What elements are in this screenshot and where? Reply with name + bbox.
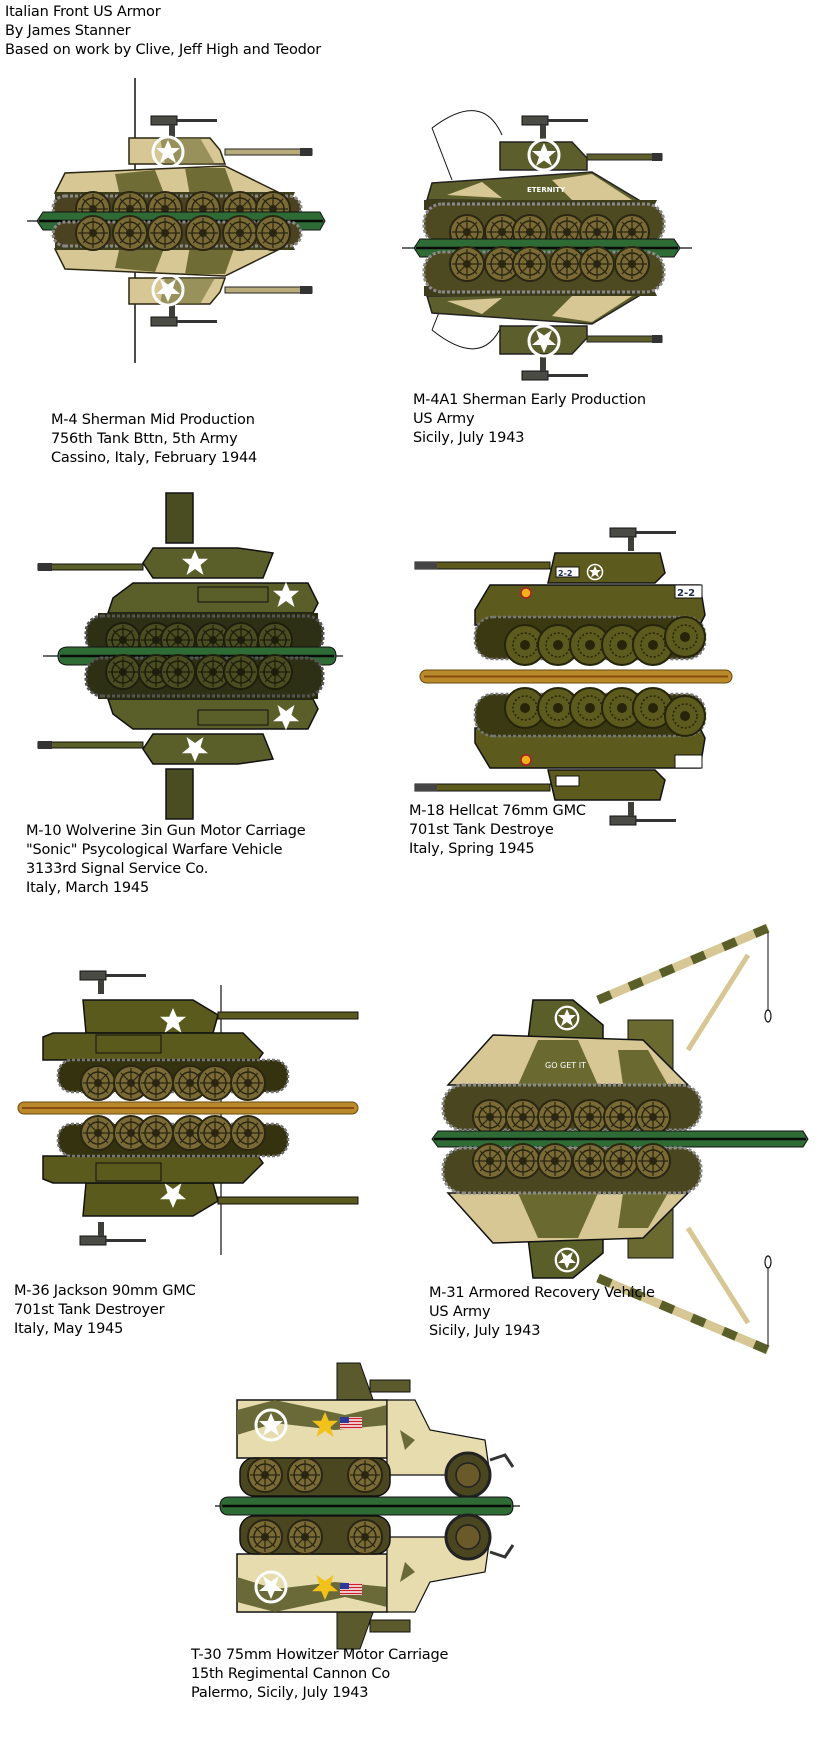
vehicle-unit-2: 3133rd Signal Service Co. xyxy=(26,861,209,877)
m36-jackson-illustration xyxy=(17,970,359,1255)
vehicle-location: Palermo, Sicily, July 1943 xyxy=(191,1685,369,1701)
vehicle-location: Cassino, Italy, February 1944 xyxy=(51,450,258,466)
vehicle-unit: 701st Tank Destroye xyxy=(409,822,554,838)
eternity-label: ETERNITY xyxy=(527,186,566,194)
vehicle-name: M-4 Sherman Mid Production xyxy=(51,412,255,428)
vehicle-name: M-36 Jackson 90mm GMC xyxy=(14,1283,196,1299)
vehicle-unit: US Army xyxy=(429,1304,491,1320)
caption-m4a1-sherman: M-4A1 Sherman Early Production US Army S… xyxy=(413,391,646,448)
vehicle-location: Sicily, July 1943 xyxy=(413,430,525,446)
m4-reflection xyxy=(51,215,313,327)
vehicle-unit: 756th Tank Bttn, 5th Army xyxy=(51,431,238,447)
vehicle-name: T-30 75mm Howitzer Motor Carriage xyxy=(191,1647,449,1663)
m18-reflection xyxy=(414,687,707,826)
vehicle-t30-hmc xyxy=(215,1355,520,1650)
author-line: By James Stanner xyxy=(5,23,131,39)
m10-reflection xyxy=(37,654,325,820)
vehicle-name: M-4A1 Sherman Early Production xyxy=(413,392,646,408)
vehicle-m10-wolverine xyxy=(37,488,343,820)
m31-upper: GO GET IT xyxy=(441,923,772,1135)
vehicle-unit: "Sonic" Psycological Warfare Vehicle xyxy=(26,842,283,858)
vehicle-unit: 15th Regimental Cannon Co xyxy=(191,1666,391,1682)
m4a1-reflection xyxy=(422,246,666,381)
vehicle-location: Italy, March 1945 xyxy=(26,880,149,896)
caption-t30-hmc: T-30 75mm Howitzer Motor Carriage 15th R… xyxy=(191,1646,448,1703)
vehicle-location: Italy, Spring 1945 xyxy=(409,841,535,857)
m18-hellcat-illustration: 2-2 2-2 xyxy=(414,527,733,826)
m36-reflection xyxy=(42,1115,359,1246)
vehicle-m36-jackson xyxy=(17,970,359,1265)
vehicle-unit: US Army xyxy=(413,411,475,427)
credits-line: Based on work by Clive, Jeff High and Te… xyxy=(5,42,322,58)
vehicle-unit: 701st Tank Destroyer xyxy=(14,1302,165,1318)
m4a1-upper: ETERNITY xyxy=(422,115,666,250)
us-flag-icon xyxy=(340,1417,362,1429)
vehicle-name: M-18 Hellcat 76mm GMC xyxy=(409,803,586,819)
caption-m36-jackson: M-36 Jackson 90mm GMC 701st Tank Destroy… xyxy=(14,1282,196,1339)
antenna-wire xyxy=(431,110,503,181)
vehicle-location: Italy, May 1945 xyxy=(14,1321,124,1337)
m10-wolverine-illustration xyxy=(37,492,343,820)
caption-m31-arv: M-31 Armored Recovery Vehicle US Army Si… xyxy=(429,1284,655,1341)
m31-reflection xyxy=(441,1143,772,1355)
t30-hmc-illustration xyxy=(215,1362,520,1650)
m10-upper xyxy=(37,492,325,658)
m4-upper xyxy=(51,115,313,227)
vehicle-location: Sicily, July 1943 xyxy=(429,1323,541,1339)
turret-number: 2-2 xyxy=(558,569,572,578)
page-title: Italian Front US Armor xyxy=(5,4,161,20)
vehicle-m4a1-sherman: ETERNITY xyxy=(402,100,702,381)
caption-m4-sherman: M-4 Sherman Mid Production 756th Tank Bt… xyxy=(51,411,257,468)
vehicle-m18-hellcat: 2-2 2-2 xyxy=(410,525,733,826)
vehicle-name: M-10 Wolverine 3in Gun Motor Carriage xyxy=(26,823,306,839)
caption-m10-wolverine: M-10 Wolverine 3in Gun Motor Carriage "S… xyxy=(26,822,306,898)
m4-sherman-illustration xyxy=(27,78,326,363)
loudspeaker xyxy=(165,492,194,544)
m36-upper xyxy=(42,970,359,1101)
page-header: Italian Front US Armor By James Stanner … xyxy=(5,3,321,60)
m4a1-sherman-illustration: ETERNITY xyxy=(402,110,692,381)
vehicle-name: M-31 Armored Recovery Vehicle xyxy=(429,1285,655,1301)
m31-arv-illustration: GO GET IT xyxy=(431,923,809,1355)
vehicle-m31-arv: GO GET IT xyxy=(418,900,809,1355)
m18-upper: 2-2 2-2 xyxy=(414,527,707,666)
t30-reflection xyxy=(236,1513,515,1650)
vehicle-m4-sherman xyxy=(25,78,335,378)
caption-m18-hellcat: M-18 Hellcat 76mm GMC 701st Tank Destroy… xyxy=(409,802,586,859)
svg-text:2-2: 2-2 xyxy=(677,588,695,599)
t30-upper xyxy=(236,1362,515,1499)
go-get-it-label: GO GET IT xyxy=(545,1061,586,1070)
